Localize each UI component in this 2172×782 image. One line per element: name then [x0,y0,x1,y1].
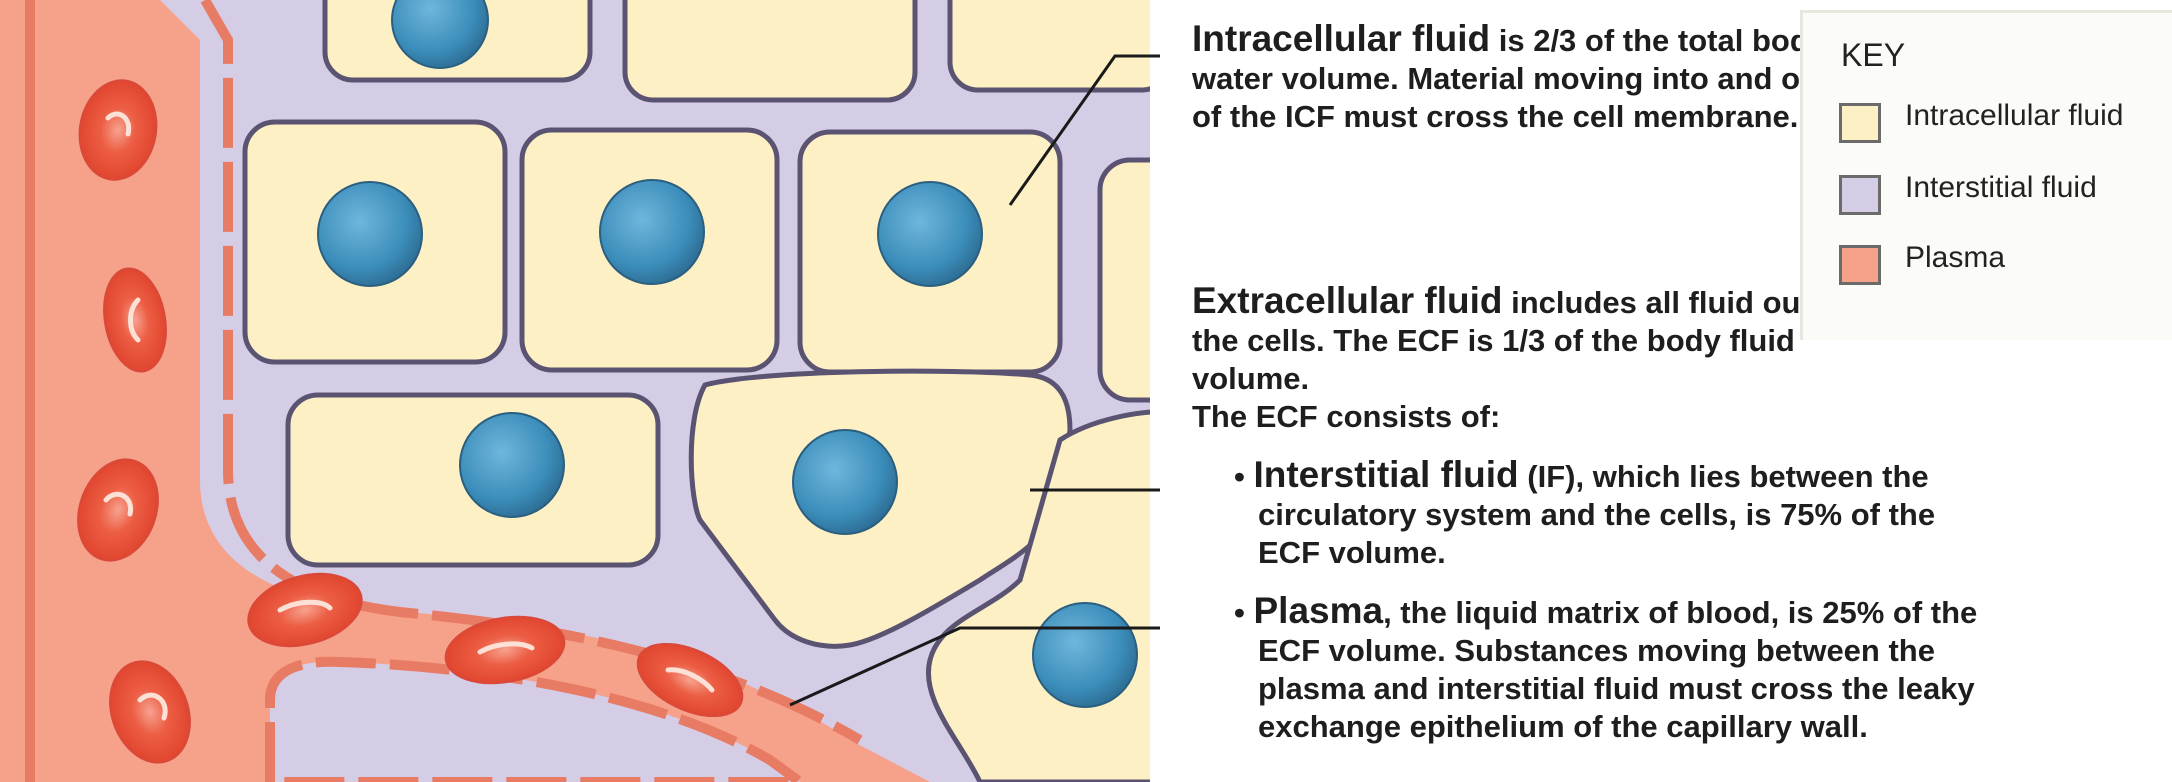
plasma-swatch [1839,245,1881,285]
interstitial-fluid-annotation: • Interstitial fluid (IF), which lies be… [1234,456,1978,572]
key-label: Interstitial fluid [1905,171,2097,205]
bullet: • [1234,459,1245,494]
extracellular-lead: Extracellular fluid [1192,280,1503,321]
legend-key: KEY Intracellular fluid Interstitial flu… [1800,10,2172,340]
interstitial-lead: Interstitial fluid [1253,454,1518,495]
intracellular-lead: Intracellular fluid [1192,18,1490,59]
key-label: Intracellular fluid [1905,99,2123,133]
bullet: • [1234,595,1245,630]
interstitial-abbr: (IF) [1519,459,1576,494]
ecf-consists-label: The ECF consists of: [1192,399,1500,434]
extracellular-fluid-annotation: Extracellular fluid includes all fluid o… [1192,282,1892,436]
intracellular-swatch [1839,103,1881,143]
intracellular-fluid-annotation: Intracellular fluid is 2/3 of the total … [1192,20,1832,136]
interstitial-swatch [1839,175,1881,215]
plasma-annotation: • Plasma, the liquid matrix of blood, is… [1234,592,2038,746]
key-label: Plasma [1905,241,2005,275]
plasma-lead: Plasma [1253,590,1383,631]
fluid-compartments-illustration [0,0,1160,782]
key-title: KEY [1841,37,1905,74]
